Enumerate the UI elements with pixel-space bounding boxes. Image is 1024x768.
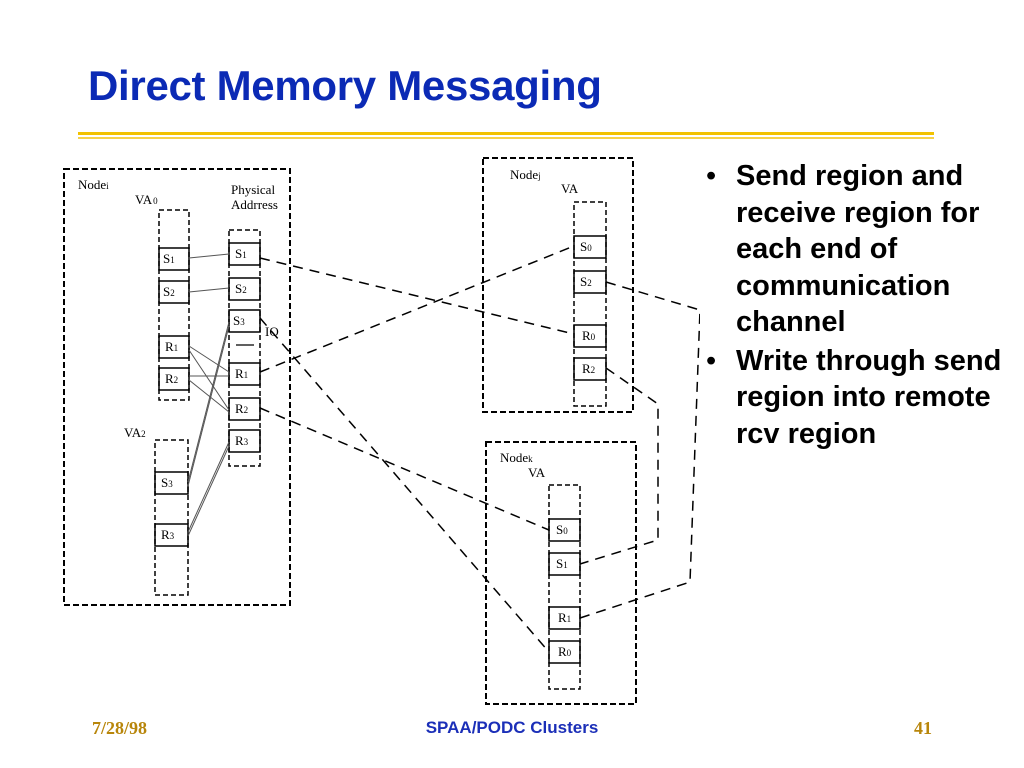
phys-r2-label: R2 xyxy=(235,401,248,416)
node-k-label: Nodek xyxy=(500,450,533,465)
physical-column xyxy=(228,229,261,467)
va2-r3-label: R3 xyxy=(161,527,175,542)
phys-cell-s2 xyxy=(228,277,261,301)
map-r3-a xyxy=(187,441,230,533)
node-k-va-label: VA xyxy=(528,465,546,480)
phys-s3-label: S3 xyxy=(233,313,245,328)
va2-column xyxy=(154,439,189,596)
phys-r1-label: R1 xyxy=(235,366,248,381)
va0-cell-r2 xyxy=(158,367,190,391)
node-k-s1-label: S1 xyxy=(556,556,568,571)
node-j-s0-label: S0 xyxy=(580,239,592,254)
node-j-va-label: VA xyxy=(561,181,579,196)
bullet-item: Send region and receive region for each … xyxy=(700,158,1022,341)
phys-cell-r2 xyxy=(228,397,261,421)
link-j-s2-to-k-r1 xyxy=(579,281,700,619)
map-r1-a xyxy=(188,345,230,373)
node-k-s0-label: S0 xyxy=(556,522,568,537)
node-k-r1-label: R1 xyxy=(558,610,571,625)
bullet-list: Send region and receive region for each … xyxy=(700,158,1022,454)
memory-messaging-diagram: Nodei VA0 VA2 Physical Addrress IO Nodej… xyxy=(63,157,700,705)
node-j-cell-s0 xyxy=(573,235,607,259)
title-rule xyxy=(78,132,934,135)
node-k-cell-r1 xyxy=(548,606,581,630)
va0-cell-r1 xyxy=(158,335,190,359)
link-r1-to-j-s0 xyxy=(259,245,575,373)
physical-label-line1: Physical xyxy=(231,182,275,197)
node-k-cell-r0 xyxy=(548,640,581,664)
link-r2-to-k-s0 xyxy=(259,407,550,531)
phys-s2-label: S2 xyxy=(235,281,247,296)
node-k-r0-label: R0 xyxy=(558,644,572,659)
node-k-va-column xyxy=(548,484,581,690)
phys-cell-r1 xyxy=(228,362,261,386)
va0-label: VA0 xyxy=(135,192,158,207)
footer-title: SPAA/PODC Clusters xyxy=(425,718,599,737)
node-j-cell-r0 xyxy=(573,324,607,348)
map-r2-b xyxy=(188,379,230,413)
node-i-label: Nodei xyxy=(78,177,109,192)
map-s1 xyxy=(188,253,230,259)
va0-s1-label: S1 xyxy=(163,251,175,266)
node-j-box xyxy=(482,157,634,413)
link-s3-to-k-r0 xyxy=(259,317,550,653)
map-s3-b xyxy=(187,325,230,487)
node-j-va-column xyxy=(573,201,607,407)
map-s3-a xyxy=(187,321,230,483)
footer-date: 7/28/98 xyxy=(92,718,148,738)
va0-r2-label: R2 xyxy=(165,371,178,386)
va0-cell-s1 xyxy=(158,247,190,271)
va0-r1-label: R1 xyxy=(165,339,178,354)
title-rule-secondary xyxy=(78,137,934,139)
map-r3-b xyxy=(187,445,230,537)
va0-s2-label: S2 xyxy=(163,284,175,299)
va2-s3-label: S3 xyxy=(161,475,173,490)
node-j-r2-label: R2 xyxy=(582,361,595,376)
phys-cell-r3 xyxy=(228,429,261,453)
va2-cell-s3 xyxy=(154,471,189,495)
phys-cell-s3 xyxy=(228,309,261,333)
slide-title: Direct Memory Messaging xyxy=(88,62,602,109)
map-s2 xyxy=(188,287,230,293)
phys-s1-label: S1 xyxy=(235,246,247,261)
footer-page-number: 41 xyxy=(914,718,932,738)
va0-column xyxy=(158,209,190,401)
node-k-box xyxy=(485,441,637,705)
link-j-r2-to-k-s1 xyxy=(579,367,659,565)
node-j-s2-label: S2 xyxy=(580,274,592,289)
io-label: IO xyxy=(265,324,279,339)
node-i-box xyxy=(63,168,291,606)
bullet-item: Write through send region into remote rc… xyxy=(700,343,1022,453)
node-j-r0-label: R0 xyxy=(582,328,596,343)
va2-label: VA2 xyxy=(124,425,146,440)
node-j-cell-r2 xyxy=(573,357,607,381)
physical-label-line2: Addrress xyxy=(231,197,278,212)
map-r1-b xyxy=(188,349,230,411)
node-j-label: Nodej xyxy=(510,167,541,182)
phys-r3-label: R3 xyxy=(235,433,249,448)
link-s1-to-j-r0 xyxy=(259,257,575,335)
